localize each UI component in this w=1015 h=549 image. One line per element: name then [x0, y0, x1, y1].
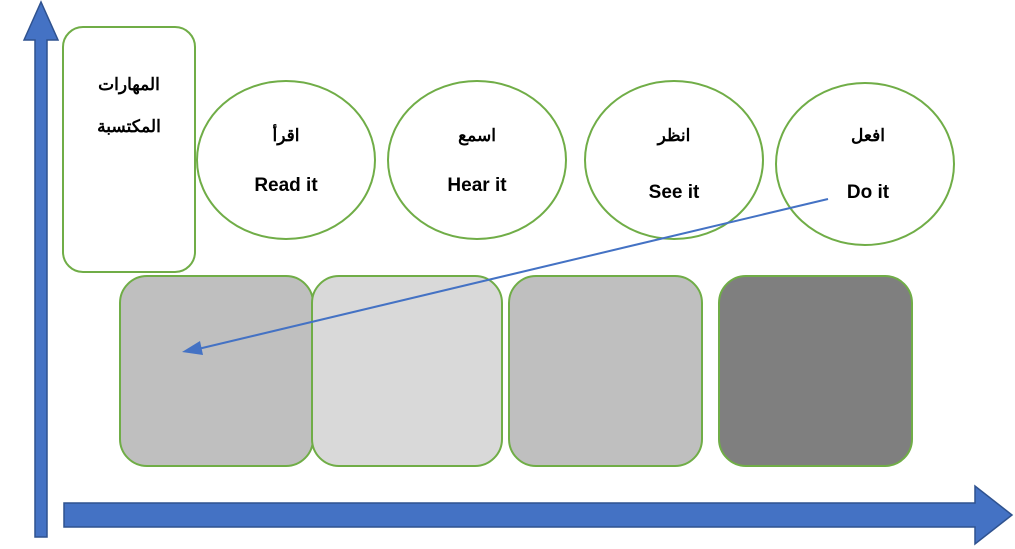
gray-box-3	[508, 275, 703, 467]
circle-see	[584, 80, 764, 240]
circle-hear	[387, 80, 567, 240]
circle-do-en: Do it	[846, 182, 890, 203]
circle-read-en: Read it	[254, 175, 318, 196]
skills-line-2: المكتسبة	[97, 117, 161, 136]
gray-box-4	[718, 275, 913, 467]
skills-box-label: المهارات المكتسبة	[63, 70, 195, 142]
circle-see-en: See it	[648, 182, 700, 203]
circle-do-ar: افعل	[851, 126, 885, 145]
circle-do	[775, 82, 955, 246]
circle-hear-en: Hear it	[447, 175, 507, 196]
circle-hear-ar: اسمع	[458, 126, 496, 145]
vertical-axis-arrow	[22, 0, 60, 538]
connector-line	[197, 198, 829, 350]
circle-see-ar: انظر	[657, 126, 691, 145]
skills-box	[62, 26, 196, 273]
circle-read-ar: اقرأ	[272, 126, 300, 145]
circle-read	[196, 80, 376, 240]
gray-box-2	[311, 275, 503, 467]
connector-arrowhead	[182, 341, 203, 355]
skills-line-1: المهارات	[98, 75, 160, 94]
horizontal-axis-arrow	[63, 484, 1014, 546]
gray-box-1	[119, 275, 314, 467]
